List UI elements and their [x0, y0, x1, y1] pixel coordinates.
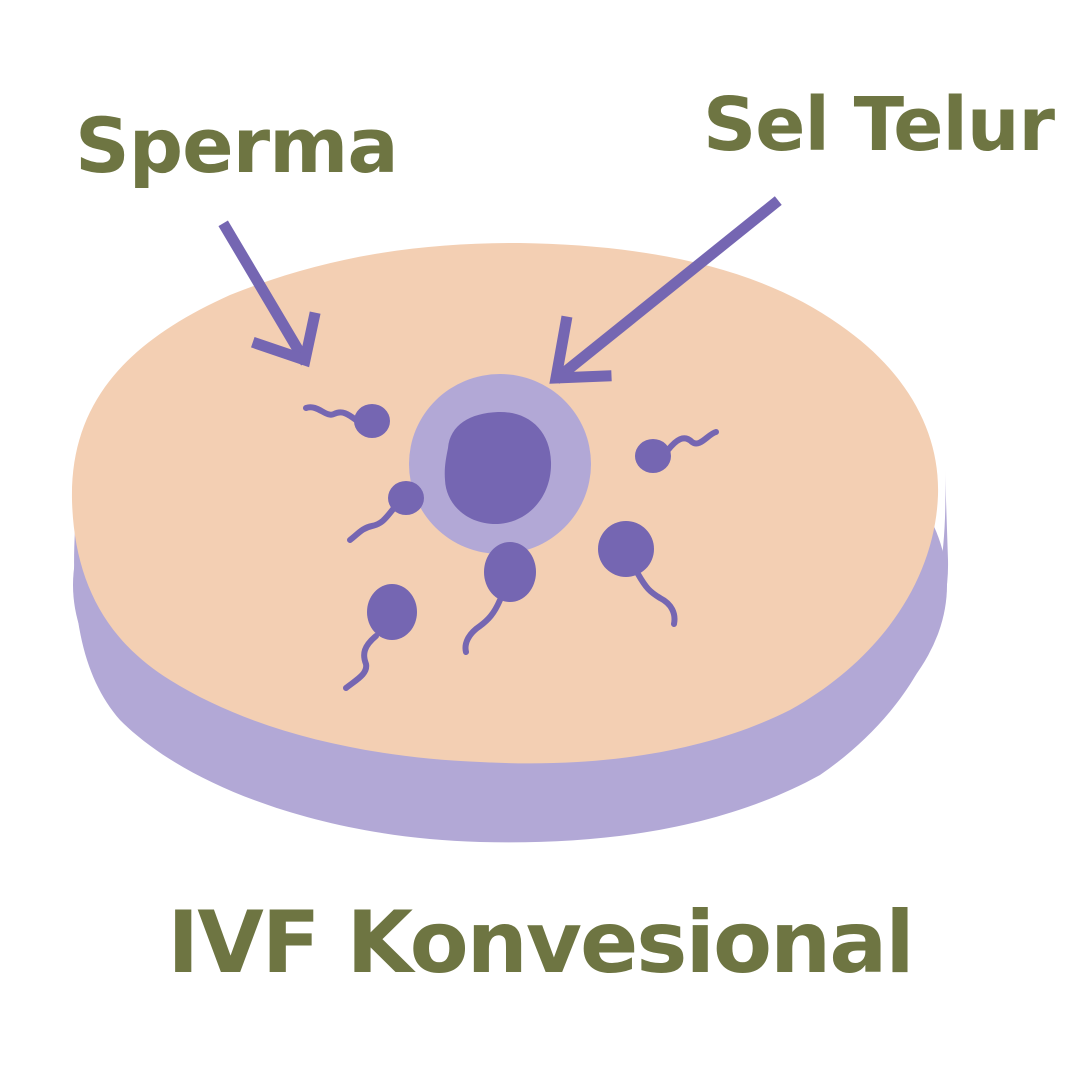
sperm-cell [347, 481, 424, 543]
sperm-icon [303, 404, 719, 691]
sel-telur-arrow-icon [549, 196, 782, 384]
sel-telur-label: Sel Telur [703, 82, 1055, 168]
sperm-cell [303, 404, 390, 438]
sperm-cell [343, 584, 417, 691]
sperma-label: Sperma [75, 101, 399, 190]
sperma-arrow-icon [218, 220, 321, 368]
egg-cell-nucleus [444, 411, 552, 525]
diagram-title: IVF Konvesional [167, 893, 915, 993]
sperm-cell [635, 429, 719, 473]
egg-cell-icon [409, 374, 591, 554]
sperm-cell [462, 542, 536, 655]
sperm-cell [598, 521, 678, 627]
